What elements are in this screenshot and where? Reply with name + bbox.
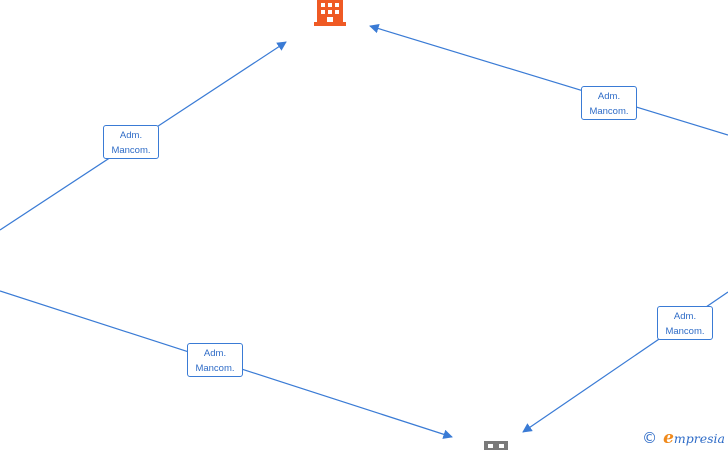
building-icon[interactable] (314, 0, 346, 26)
watermark: © empresia (642, 428, 725, 448)
edge-label[interactable]: Adm. Mancom. (581, 86, 637, 120)
edge-label-line2: Mancom. (111, 145, 151, 156)
edge-label-line1: Adm. (597, 91, 621, 102)
edge-label-line2: Mancom. (195, 363, 235, 374)
edge-label[interactable]: Adm. Mancom. (187, 343, 243, 377)
edge-label-line1: Adm. (203, 348, 227, 359)
edge-right-top-line (369, 23, 728, 136)
edge-label[interactable]: Adm. Mancom. (657, 306, 713, 340)
edge-label-line1: Adm. (673, 311, 697, 322)
brand-name: mpresia (673, 431, 725, 446)
brand-initial: e (663, 428, 674, 448)
edge-label-line2: Mancom. (589, 106, 629, 117)
edge-label-line2: Mancom. (665, 326, 705, 337)
edge-label[interactable]: Adm. Mancom. (103, 125, 159, 159)
building-icon[interactable] (484, 441, 508, 450)
copyright-icon: © (642, 429, 658, 447)
edge-label-line1: Adm. (119, 130, 143, 141)
brand-logo: empresia (663, 428, 725, 448)
